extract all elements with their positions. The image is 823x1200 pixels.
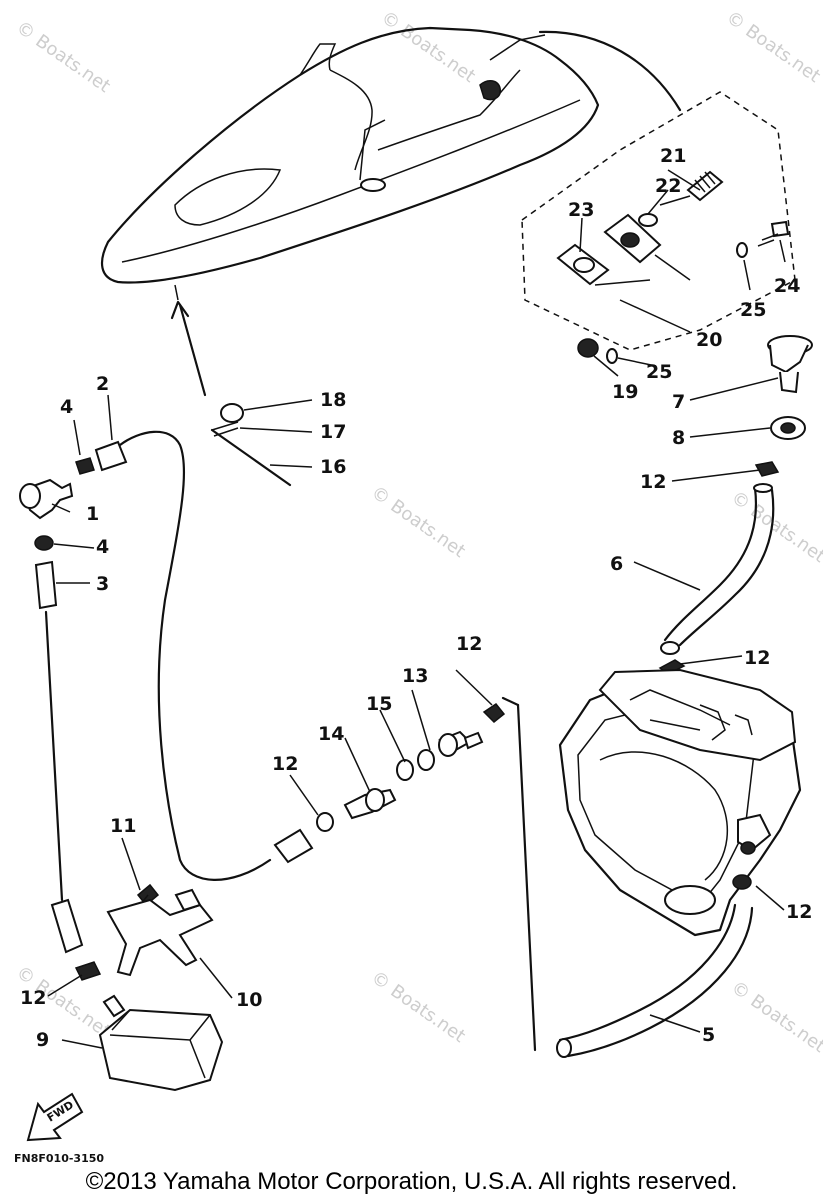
- callout-8: 8: [672, 427, 685, 449]
- callout-14: 14: [318, 723, 344, 745]
- part-24-bolt: [757, 220, 790, 247]
- watermark: © Boats.net: [12, 17, 114, 97]
- part-16-rod: [210, 428, 292, 487]
- part-8-nut: [770, 416, 806, 440]
- leader-lines: [47, 169, 786, 1049]
- part-6-hose: [660, 483, 775, 655]
- callout-2: 2: [96, 373, 109, 395]
- part-10-bracket: [106, 888, 214, 977]
- part-22-oring: [638, 213, 658, 227]
- callout-18: 18: [320, 389, 346, 411]
- callout-5: 5: [702, 1024, 715, 1046]
- part-4-clamp-lower: [34, 535, 54, 551]
- watermark: © Boats.net: [722, 7, 823, 87]
- callout-12: 12: [20, 987, 46, 1009]
- watermark: © Boats.net: [377, 7, 479, 87]
- clamp-12-center-left: [316, 812, 334, 832]
- part-1-tee: [19, 478, 74, 520]
- part-20-flange: [594, 213, 691, 286]
- callout-12: 12: [640, 471, 666, 493]
- part-15-washers: [396, 749, 435, 781]
- part-23-gasket: [556, 243, 610, 286]
- inset-box: [521, 91, 796, 364]
- hose-short-center: [273, 828, 314, 864]
- clamp-12-top: [754, 461, 780, 477]
- callout-24: 24: [774, 275, 800, 297]
- callout-9: 9: [36, 1029, 49, 1051]
- callout-12: 12: [786, 901, 812, 923]
- callout-12: 12: [272, 753, 298, 775]
- long-hose: [118, 430, 272, 881]
- watercraft-hull: [100, 26, 682, 397]
- part-3-tube: [34, 560, 58, 610]
- part-14-fitting: [343, 788, 397, 820]
- copyright-notice: ©2013 Yamaha Motor Corporation, U.S.A. A…: [85, 1168, 738, 1195]
- part-2-tube: [94, 440, 128, 472]
- part-18-grommet: [220, 403, 244, 423]
- watermark: © Boats.net: [727, 487, 823, 567]
- watermark: © Boats.net: [367, 482, 469, 562]
- callout-12: 12: [456, 633, 482, 655]
- jet-pump-housing: [558, 668, 802, 937]
- callout-11: 11: [110, 815, 136, 837]
- callout-10: 10: [236, 989, 262, 1011]
- part-7-fitting: [767, 335, 813, 394]
- callout-25: 25: [740, 299, 766, 321]
- part-21-fitting: [659, 170, 724, 206]
- fwd-arrow: FWD: [26, 1092, 84, 1142]
- callout-23: 23: [568, 199, 594, 221]
- callout-25: 25: [646, 361, 672, 383]
- callout-7: 7: [672, 391, 685, 413]
- callout-12: 12: [744, 647, 770, 669]
- callout-20: 20: [696, 329, 722, 351]
- watermark: © Boats.net: [727, 977, 823, 1057]
- callout-3: 3: [96, 573, 109, 595]
- callout-6: 6: [610, 553, 623, 575]
- diagram-reference: FN8F010-3150: [14, 1152, 104, 1165]
- vertical-hose-left: [44, 610, 84, 954]
- part-25-washer-lower: [606, 348, 618, 364]
- clamp-12-center-top: [482, 702, 506, 724]
- callout-17: 17: [320, 421, 346, 443]
- part-4-clamp-upper: [75, 457, 95, 475]
- part-13-fitting: [438, 730, 484, 757]
- watermark: © Boats.net: [367, 967, 469, 1047]
- parts-diagram: © Boats.net © Boats.net © Boats.net © Bo…: [12, 7, 823, 1165]
- callout-4: 4: [60, 396, 73, 418]
- callout-21: 21: [660, 145, 686, 167]
- callout-19: 19: [612, 381, 638, 403]
- callout-1: 1: [86, 503, 99, 525]
- part-19-nut: [577, 338, 599, 358]
- callout-15: 15: [366, 693, 392, 715]
- callout-16: 16: [320, 456, 346, 478]
- part-9-tank: [98, 994, 224, 1092]
- callout-13: 13: [402, 665, 428, 687]
- part-5-hose: [501, 696, 754, 1058]
- part-25-washer-upper: [736, 242, 748, 258]
- callout-labels: 2 4 1 4 3 18 17 16 21 22 23 24 25 20 19 …: [20, 145, 812, 1051]
- callout-4: 4: [96, 536, 109, 558]
- callout-22: 22: [655, 175, 681, 197]
